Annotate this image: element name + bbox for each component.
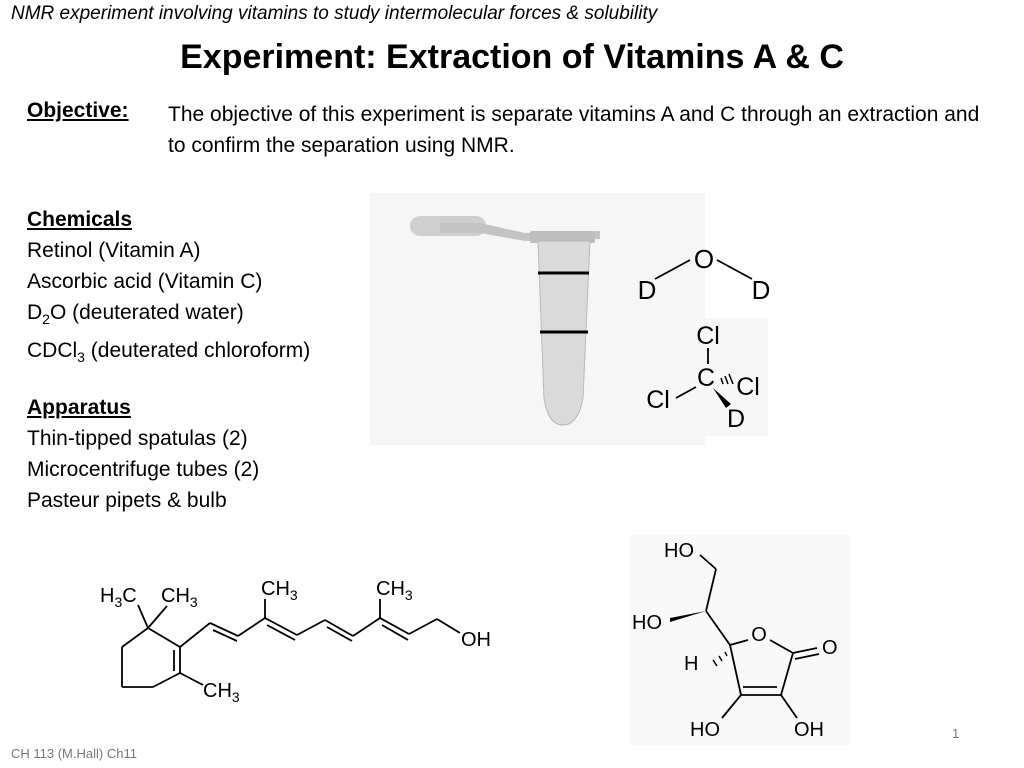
footer-course: CH 113 (M.Hall) Ch11 [11, 746, 137, 761]
deuterium-label: D [727, 405, 745, 433]
chemical-item: Ascorbic acid (Vitamin C) [27, 270, 263, 293]
chlorine-label: Cl [646, 386, 670, 414]
hydroxyl-label: HO [632, 612, 662, 634]
oxygen-label: O [694, 244, 714, 274]
chemical-item: Retinol (Vitamin A) [27, 239, 201, 262]
objective-label: Objective: [27, 99, 129, 122]
hydroxyl-label: OH [461, 629, 491, 651]
hydroxyl-label: HO [664, 540, 694, 562]
methyl-label: CH3 [203, 680, 240, 705]
hydroxyl-label: OH [794, 719, 824, 741]
deuterium-label: D [638, 275, 657, 305]
ring-oxygen-label: O [751, 624, 767, 646]
chlorine-label: Cl [696, 322, 720, 350]
hydroxyl-label: HO [690, 719, 720, 741]
apparatus-item: Thin-tipped spatulas (2) [27, 427, 248, 450]
hydrogen-label: H [684, 653, 698, 675]
methyl-label: CH3 [261, 578, 298, 603]
page-number: 1 [952, 726, 960, 741]
chemical-item: D2O (deuterated water) [27, 301, 244, 328]
objective-text: The objective of this experiment is sepa… [168, 103, 980, 157]
chemical-item: CDCl3 (deuterated chloroform) [27, 339, 311, 366]
apparatus-item: Microcentrifuge tubes (2) [27, 458, 260, 481]
ascorbic-acid-structure: HO HO H O O HO OH [630, 535, 850, 745]
chemicals-section: Chemicals Retinol (Vitamin A) Ascorbic a… [27, 204, 310, 373]
chlorine-label: Cl [736, 373, 760, 401]
apparatus-heading: Apparatus [27, 396, 131, 419]
slide-title: Experiment: Extraction of Vitamins A & C [180, 38, 844, 76]
methyl-label: CH3 [376, 578, 413, 603]
apparatus-section: Apparatus Thin-tipped spatulas (2) Micro… [27, 392, 259, 516]
deuterium-label: D [752, 275, 771, 305]
methyl-label: H3C [100, 585, 137, 610]
chemicals-heading: Chemicals [27, 208, 133, 231]
slide-subtitle: NMR experiment involving vitamins to stu… [11, 3, 658, 24]
cdcl3-structure: Cl C Cl Cl D [638, 318, 768, 436]
apparatus-item: Pasteur pipets & bulb [27, 489, 227, 512]
methyl-label: CH3 [161, 585, 198, 610]
carbonyl-oxygen-label: O [822, 637, 838, 659]
carbon-label: C [697, 364, 715, 392]
retinol-structure: H3C CH3 CH3 CH3 CH3 OH [100, 578, 491, 705]
d2o-structure: O D D [638, 244, 771, 305]
